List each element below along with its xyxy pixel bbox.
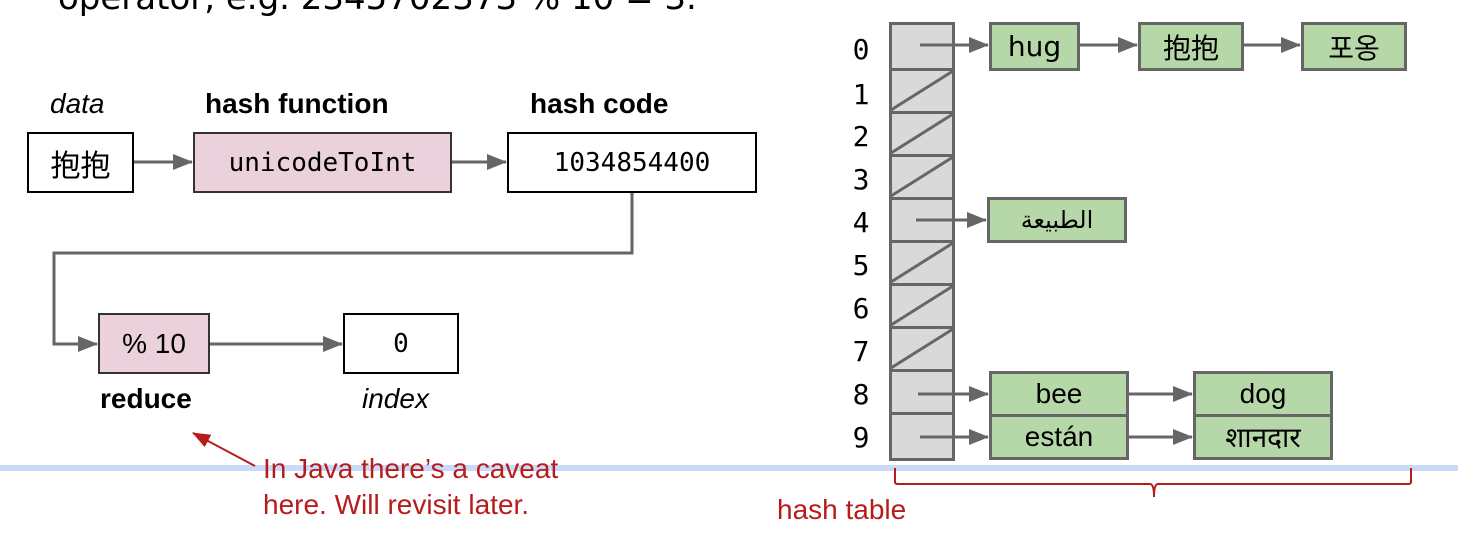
index-label-0: 0: [852, 33, 870, 66]
data-box: 抱抱: [27, 132, 134, 193]
index-label-6: 6: [852, 292, 870, 325]
slot-8: [889, 369, 955, 415]
null-slash-3: [890, 155, 954, 198]
caveat-pointer-arrow: [192, 432, 256, 467]
slide-text-cut: operator, e.g. 2345702373 % 10 = 3.: [58, 0, 697, 18]
hash-code-box: 1034854400: [507, 132, 757, 193]
label-hash-code: hash code: [530, 88, 669, 119]
index-label-3: 3: [852, 163, 870, 196]
caveat-line-1: In Java there’s a caveat: [263, 453, 559, 484]
node-baobao: 抱抱: [1138, 22, 1244, 71]
index-label-2: 2: [852, 120, 870, 153]
index-label-5: 5: [852, 249, 870, 282]
node-shandar: शानदार: [1193, 414, 1333, 460]
null-slash-2: [890, 112, 954, 155]
divider-line: [0, 465, 1458, 471]
null-slash-7: [890, 327, 954, 370]
caveat-annotation: In Java there’s a caveat here. Will revi…: [263, 451, 558, 523]
caveat-line-2: here. Will revisit later.: [263, 489, 530, 520]
index-label-9: 9: [852, 421, 870, 454]
hash-table-label: hash table: [777, 494, 907, 525]
node-hug: hug: [989, 22, 1080, 71]
node-dog: dog: [1193, 371, 1333, 417]
node-arabic: الطبيعة: [987, 197, 1127, 243]
index-label-7: 7: [852, 335, 870, 368]
index-label-8: 8: [852, 378, 870, 411]
null-slash-1: [890, 69, 954, 112]
label-reduce: reduce: [100, 383, 192, 414]
hash-function-box: unicodeToInt: [193, 132, 452, 193]
null-slash-5: [890, 241, 954, 284]
node-estan: están: [989, 414, 1129, 460]
null-slash-6: [890, 284, 954, 327]
index-label-1: 1: [852, 78, 870, 111]
index-label-4: 4: [852, 206, 870, 239]
node-poong: 포옹: [1301, 22, 1407, 71]
index-box: 0: [343, 313, 459, 374]
hash-table-brace: [894, 468, 1412, 498]
label-data: data: [50, 88, 105, 119]
arrow-code-to-reduce: [52, 193, 634, 352]
label-index: index: [362, 383, 429, 414]
label-hash-function: hash function: [205, 88, 389, 119]
reduce-box: % 10: [98, 313, 210, 374]
